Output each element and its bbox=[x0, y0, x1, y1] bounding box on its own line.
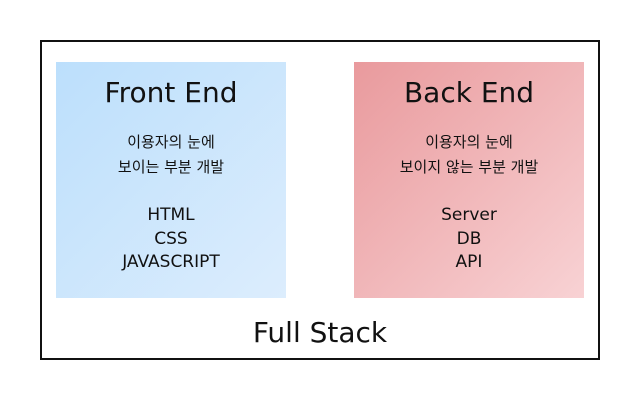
back-end-panel: Back End 이용자의 눈에 보이지 않는 부분 개발 Server DB … bbox=[354, 62, 584, 298]
full-stack-label: Full Stack bbox=[252, 316, 388, 349]
back-end-description-line-2: 보이지 않는 부분 개발 bbox=[399, 158, 539, 176]
back-end-tech-item: DB bbox=[456, 228, 482, 249]
back-end-tech-item: Server bbox=[441, 205, 497, 225]
back-end-description-line-1: 이용자의 눈에 bbox=[425, 133, 513, 151]
front-end-description-line-1: 이용자의 눈에 bbox=[127, 133, 215, 151]
front-end-description-line-2: 보이는 부분 개발 bbox=[117, 158, 225, 176]
front-end-tech-item: HTML bbox=[147, 205, 195, 225]
front-end-tech-item: JAVASCRIPT bbox=[122, 252, 220, 272]
front-end-title: Front End bbox=[104, 76, 238, 109]
back-end-tech-list: Server DB API bbox=[354, 204, 584, 275]
back-end-tech-item: API bbox=[455, 252, 483, 272]
back-end-description: 이용자의 눈에 보이지 않는 부분 개발 bbox=[354, 130, 584, 180]
front-end-description: 이용자의 눈에 보이는 부분 개발 bbox=[56, 130, 286, 180]
front-end-panel: Front End 이용자의 눈에 보이는 부분 개발 HTML CSS JAV… bbox=[56, 62, 286, 298]
front-end-tech-list: HTML CSS JAVASCRIPT bbox=[56, 204, 286, 275]
back-end-title: Back End bbox=[403, 76, 535, 109]
full-stack-frame bbox=[40, 40, 600, 360]
front-end-tech-item: CSS bbox=[154, 228, 188, 249]
